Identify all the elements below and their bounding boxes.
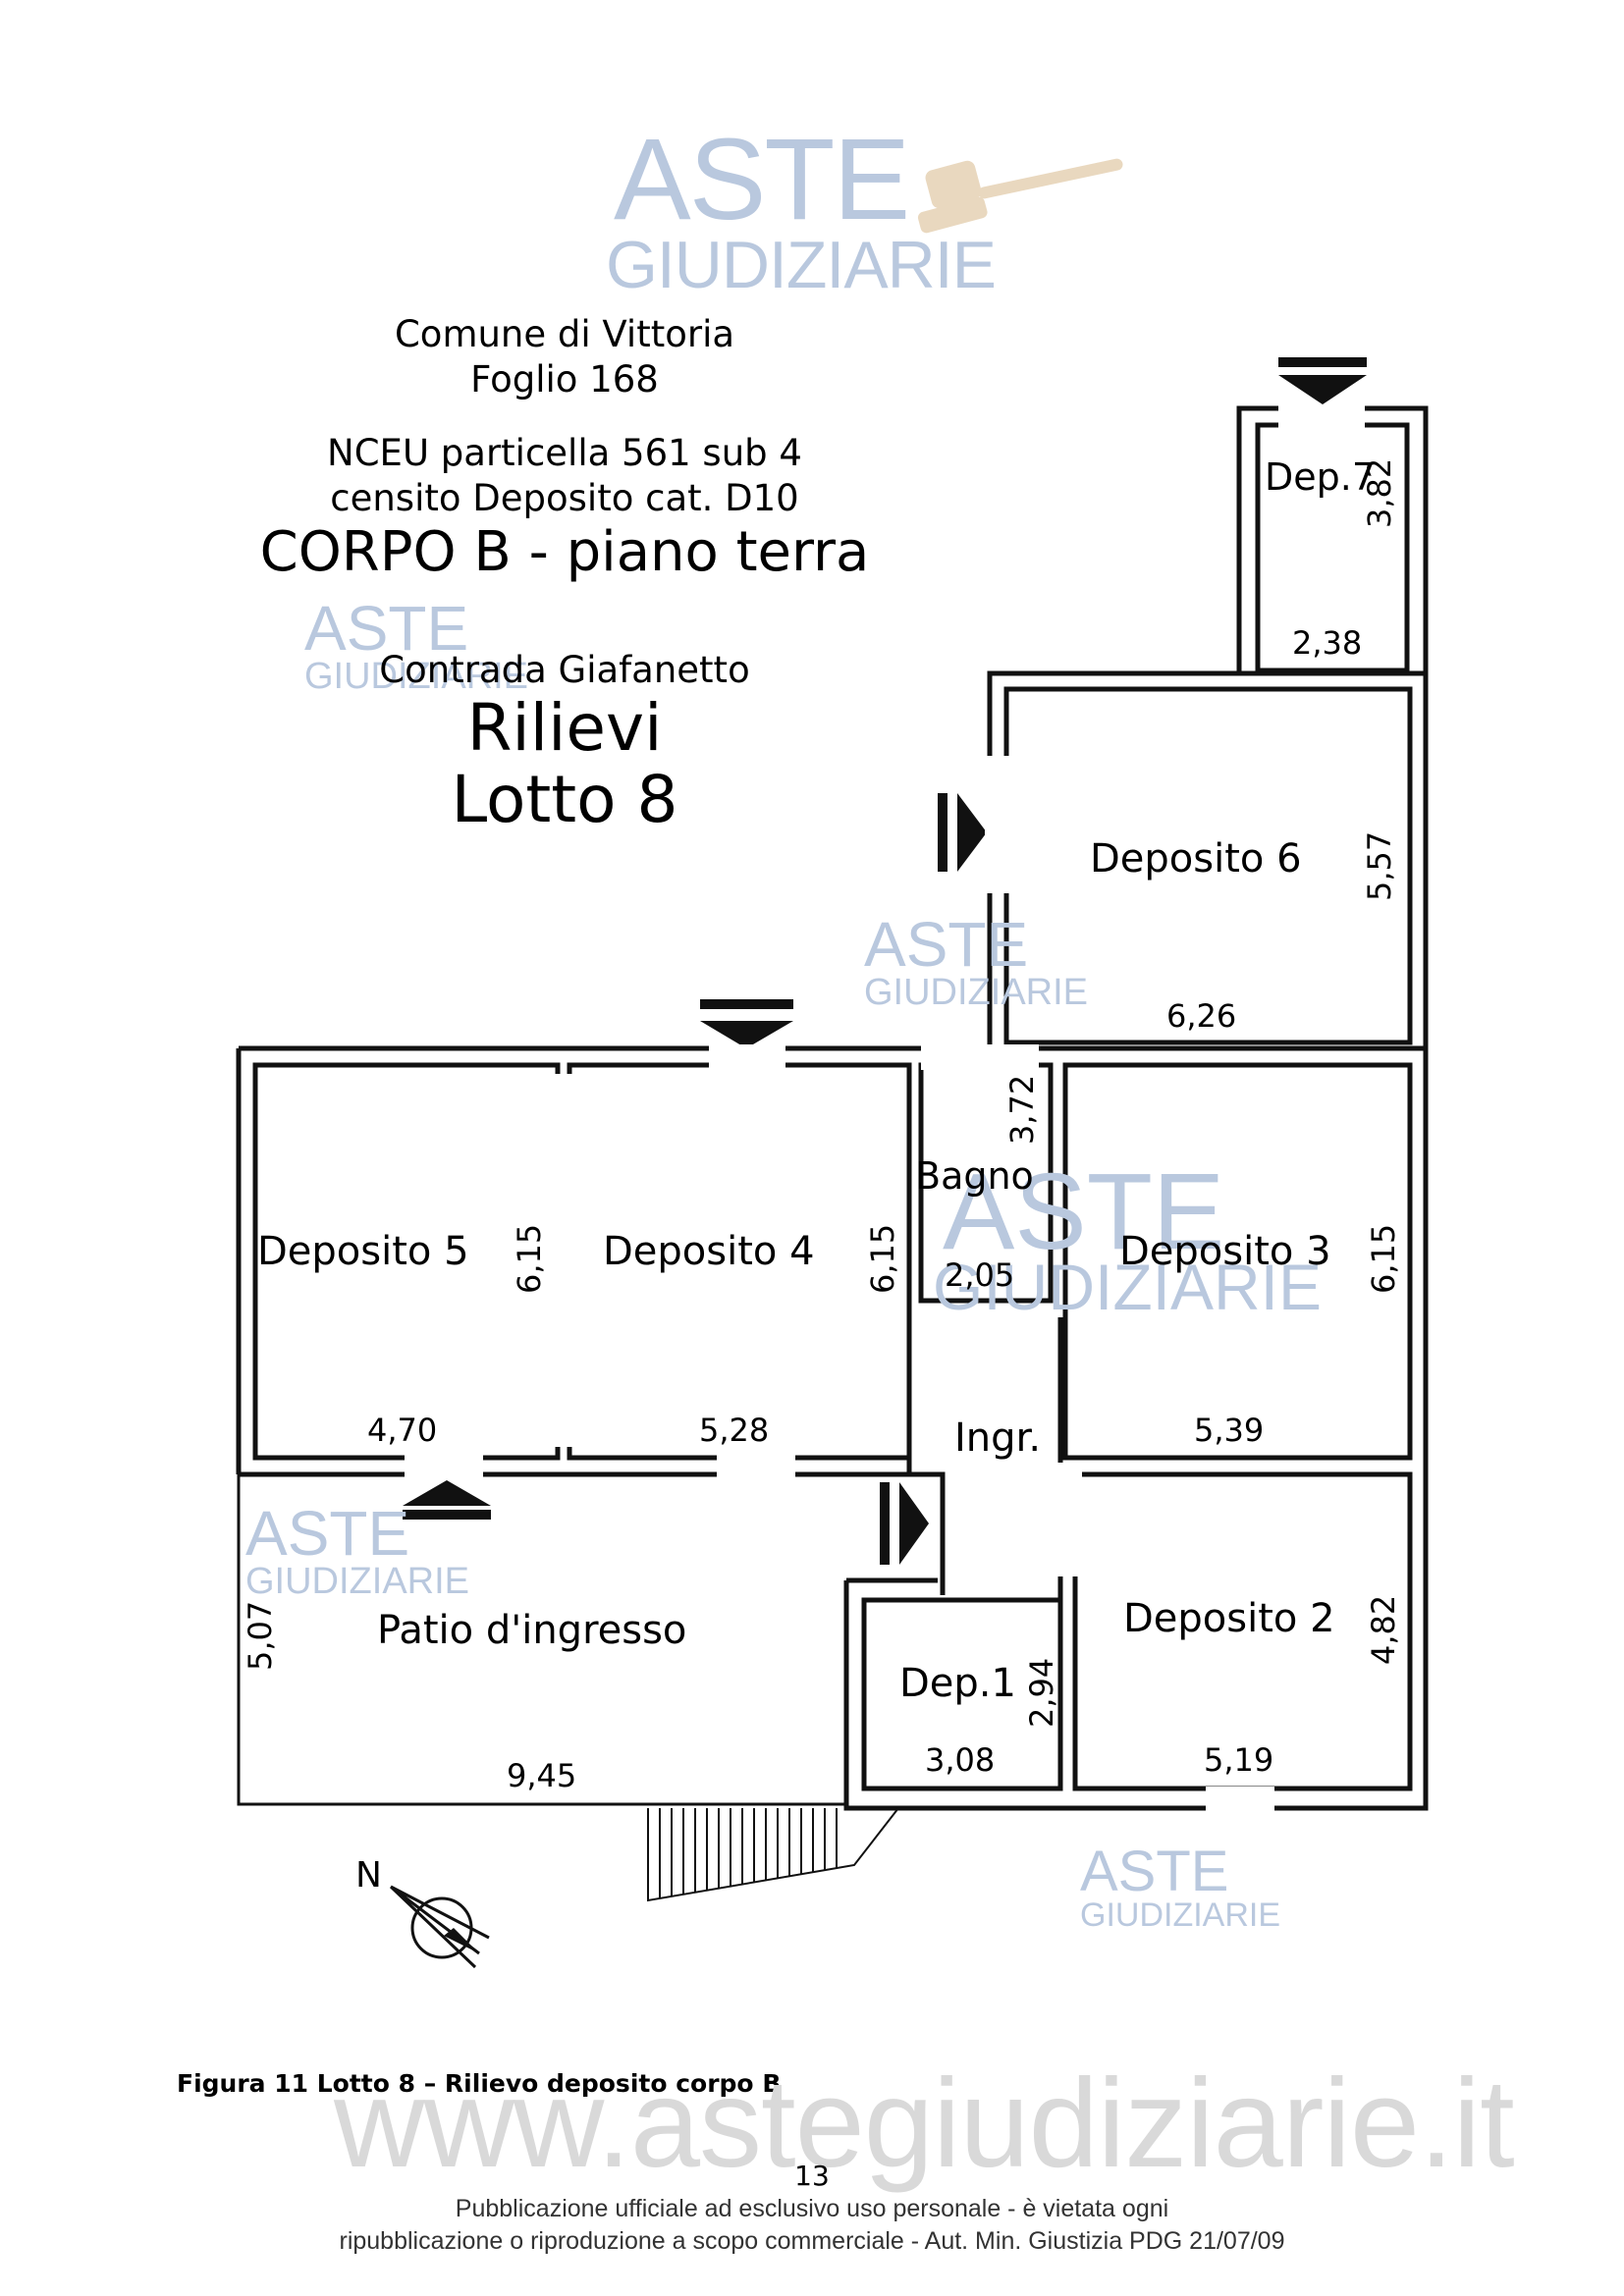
gavel-icon xyxy=(917,158,1123,234)
dim-patio-height: 5,07 xyxy=(242,1600,279,1671)
categoria-title: censito Deposito cat. D10 xyxy=(330,476,799,519)
watermark-giudiziarie-text: GIUDIZIARIE xyxy=(606,228,997,302)
dim-dep1-width: 3,08 xyxy=(925,1741,996,1779)
wall-main-outer xyxy=(239,1045,1429,1811)
watermark-logo-patio: ASTE GIUDIZIARIE xyxy=(245,1502,540,1600)
door-arrow-dep7 xyxy=(1278,375,1367,404)
lotto-title: Lotto 8 xyxy=(451,761,678,837)
watermark-logo-center: ASTE GIUDIZIARIE xyxy=(864,913,1159,1011)
dim-patio-width: 9,45 xyxy=(507,1757,577,1794)
dim-dep7-height: 3,82 xyxy=(1361,457,1398,528)
title-block: Comune di Vittoria Foglio 168 NCEU parti… xyxy=(177,312,952,584)
page-number: 13 xyxy=(794,2160,830,2192)
watermark-logo-top: ASTE GIUDIZIARIE xyxy=(606,115,1124,312)
rilievi-title: Rilievi xyxy=(466,690,663,767)
door-arrow-dep4 xyxy=(700,1021,793,1048)
compass-icon xyxy=(389,1885,490,1969)
dim-dep5-width: 4,70 xyxy=(367,1412,438,1449)
room-label-dep6: Deposito 6 xyxy=(1090,836,1302,881)
figure-caption: Figura 11 Lotto 8 – Rilievo deposito cor… xyxy=(177,2069,782,2098)
watermark-giudiziarie-text: GIUDIZIARIE xyxy=(864,972,1089,1013)
dim-dep2-height: 4,82 xyxy=(1365,1594,1402,1665)
wall-dep3 xyxy=(1062,1062,1413,1461)
door-bar-ingr xyxy=(880,1482,890,1565)
dim-dep1-height: 2,94 xyxy=(1023,1657,1060,1728)
room-label-dep2: Deposito 2 xyxy=(1123,1596,1335,1641)
room-label-dep1: Dep.1 xyxy=(899,1661,1016,1706)
watermark-aste-text: ASTE xyxy=(304,593,469,664)
footer-line-1: Pubblicazione ufficiale ad esclusivo uso… xyxy=(455,2194,1169,2222)
dim-bagno-height: 3,72 xyxy=(1003,1074,1041,1145)
stairs xyxy=(647,1807,899,1902)
watermark-giudiziarie-text: GIUDIZIARIE xyxy=(304,656,529,697)
footer-line-2: ripubblicazione o riproduzione a scopo c… xyxy=(339,2227,1285,2256)
watermark-aste-text: ASTE xyxy=(943,1151,1225,1272)
footer: 13 Pubblicazione ufficiale ad esclusivo … xyxy=(0,2160,1624,2259)
dim-dep3-width: 5,39 xyxy=(1194,1412,1265,1449)
door-bar-dep7 xyxy=(1278,357,1367,367)
wall-dep1-outer xyxy=(843,1577,1178,1811)
room-label-ingr: Ingr. xyxy=(954,1415,1042,1461)
watermark-giudiziarie-text: GIUDIZIARIE xyxy=(245,1561,470,1602)
watermark-logo-title: ASTE GIUDIZIARIE xyxy=(304,597,599,695)
watermark-aste-text: ASTE xyxy=(864,909,1029,980)
wall-dep1 xyxy=(861,1597,1063,1791)
dim-dep6-width: 6,26 xyxy=(1166,997,1237,1035)
dim-bagno-width: 2,05 xyxy=(945,1256,1015,1294)
door-arrow-dep5 xyxy=(403,1480,491,1506)
title-block-2: Contrada Giafanetto Rilievi Lotto 8 xyxy=(177,648,952,835)
watermark-logo-bagno: ASTE GIUDIZIARIE xyxy=(933,1151,1394,1335)
watermark-url: www.astegiudiziarie.it xyxy=(334,2054,1515,2194)
corpo-title: CORPO B - piano terra xyxy=(259,520,870,584)
dim-dep4-height: 6,15 xyxy=(864,1223,901,1294)
room-label-dep7: Dep.7 xyxy=(1265,455,1377,499)
room-label-dep4: Deposito 4 xyxy=(603,1229,815,1274)
watermark-aste-text: ASTE xyxy=(1080,1840,1229,1903)
door-bar-dep6 xyxy=(938,793,947,872)
door-arrow-ingr xyxy=(899,1482,929,1565)
watermark-giudiziarie-text: GIUDIZIARIE xyxy=(933,1251,1323,1323)
door-arrow-dep6 xyxy=(957,793,987,872)
dim-dep4-width: 5,28 xyxy=(699,1412,770,1449)
dim-dep5-height: 6,15 xyxy=(511,1223,548,1294)
door-markers xyxy=(403,357,1367,1565)
watermark-aste-text: ASTE xyxy=(614,115,910,244)
nceu-title: NCEU particella 561 sub 4 xyxy=(327,431,802,474)
watermark-giudiziarie-text: GIUDIZIARIE xyxy=(1080,1896,1281,1934)
watermark-logo-bottom: ASTE GIUDIZIARIE xyxy=(1080,1843,1375,1942)
room-label-dep3: Deposito 3 xyxy=(1119,1229,1331,1274)
dim-dep3-height: 6,15 xyxy=(1365,1223,1402,1294)
dim-dep7-width: 2,38 xyxy=(1292,624,1363,662)
comune-title: Comune di Vittoria xyxy=(394,313,735,355)
door-bar-dep5 xyxy=(403,1510,491,1520)
room-label-dep5: Deposito 5 xyxy=(257,1229,469,1274)
door-bar-dep4 xyxy=(700,999,793,1009)
room-label-patio: Patio d'ingresso xyxy=(377,1608,687,1653)
patio-outline xyxy=(237,1474,846,1806)
compass-label: N xyxy=(355,1855,382,1896)
room-label-bagno: Bagno xyxy=(915,1154,1034,1198)
watermark-aste-text: ASTE xyxy=(245,1498,410,1569)
dim-dep2-width: 5,19 xyxy=(1204,1741,1274,1779)
foglio-title: Foglio 168 xyxy=(470,358,659,401)
dim-dep6-height: 5,57 xyxy=(1361,830,1398,901)
contrada-title: Contrada Giafanetto xyxy=(379,649,750,691)
